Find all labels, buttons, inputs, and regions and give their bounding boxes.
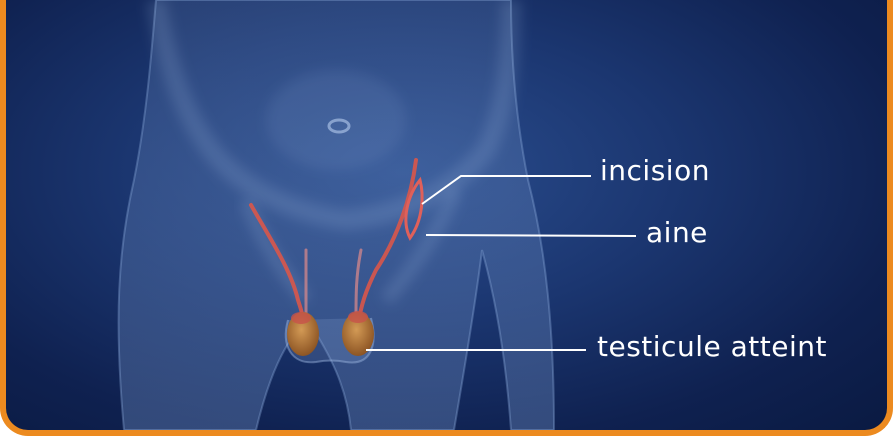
leader-aine: [426, 235, 636, 236]
body-silhouette: [119, 0, 554, 430]
label-incision: incision: [600, 154, 710, 187]
label-aine: aine: [646, 216, 708, 249]
label-testicule-atteint: testicule atteint: [597, 330, 827, 363]
anatomy-illustration: [6, 0, 887, 430]
